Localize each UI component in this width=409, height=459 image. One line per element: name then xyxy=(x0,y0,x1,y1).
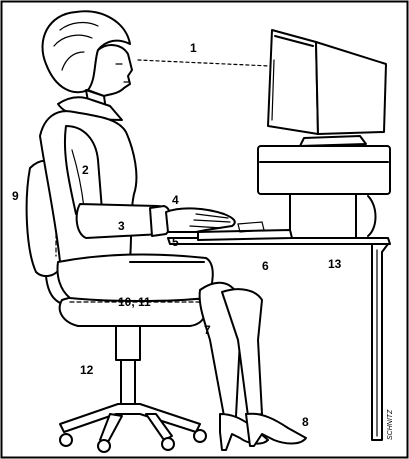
label-6: 6 xyxy=(262,259,269,273)
label-9: 9 xyxy=(12,189,19,203)
label-10-11: 10, 11 xyxy=(118,295,151,309)
label-7: 7 xyxy=(204,323,211,337)
eye-to-screen-line xyxy=(138,60,270,66)
label-12: 12 xyxy=(80,363,94,377)
label-5: 5 xyxy=(172,235,179,249)
monitor xyxy=(268,30,386,146)
artist-signature: SCHNITZ xyxy=(387,409,394,440)
label-3: 3 xyxy=(118,219,125,233)
label-4: 4 xyxy=(172,193,179,207)
label-1: 1 xyxy=(190,41,197,55)
monitor-stand xyxy=(258,146,390,238)
label-2: 2 xyxy=(82,163,89,177)
label-13: 13 xyxy=(328,257,342,271)
label-8: 8 xyxy=(302,415,309,429)
